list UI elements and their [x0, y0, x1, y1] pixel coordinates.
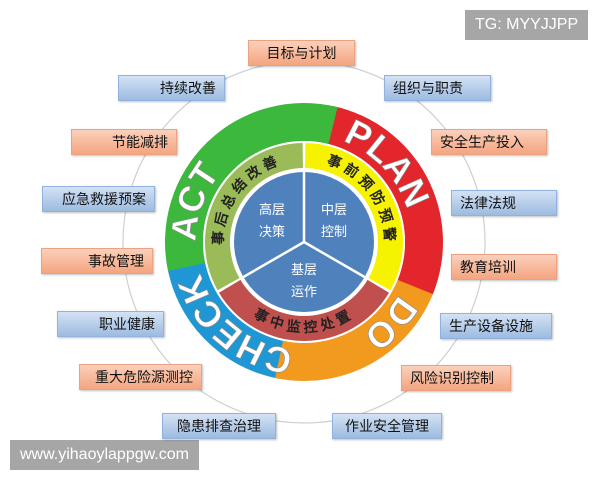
element-box: 目标与计划 — [248, 40, 355, 66]
element-box: 组织与职责 — [384, 75, 491, 101]
element-box: 应急救援预案 — [42, 186, 155, 212]
act-segment — [165, 102, 338, 271]
element-box: 风险识别控制 — [401, 365, 511, 391]
element-box: 生产设备设施 — [440, 313, 552, 339]
during-event-segment — [218, 279, 390, 341]
element-box: 持续改善 — [118, 75, 225, 101]
do-segment — [275, 276, 435, 381]
before-event-segment — [305, 143, 403, 291]
core-bottom-line1: 基层 — [291, 263, 317, 278]
after-event-segment — [205, 143, 303, 291]
check-segment — [166, 256, 287, 379]
watermark-top: TG: MYYJJPP — [465, 10, 589, 40]
pdca-outer-ring — [165, 102, 443, 381]
core-divider-line — [242, 240, 305, 279]
element-box: 节能减排 — [71, 129, 177, 155]
element-box: 法律法规 — [451, 190, 557, 216]
middle-ring — [205, 143, 403, 341]
element-box: 重大危险源测控 — [79, 364, 202, 390]
element-box: 事故管理 — [41, 248, 153, 274]
core-bottom-line2: 运作 — [291, 285, 317, 300]
core-top-right-line2: 控制 — [321, 225, 347, 240]
element-box: 隐患排查治理 — [162, 413, 276, 439]
core-top-left-line1: 高层 — [259, 202, 285, 218]
watermark-bottom: www.yihaoylappgw.com — [10, 440, 199, 470]
plan-segment — [324, 106, 443, 295]
element-box: 安全生产投入 — [431, 129, 547, 155]
core-dividers — [242, 172, 366, 279]
element-box: 作业安全管理 — [332, 413, 442, 439]
core-top-right-line1: 中层 — [321, 203, 347, 218]
element-box: 职业健康 — [57, 311, 164, 337]
element-box: 教育培训 — [451, 254, 557, 280]
core-divider-line — [303, 240, 366, 279]
core-top-left-line2: 决策 — [259, 224, 285, 240]
